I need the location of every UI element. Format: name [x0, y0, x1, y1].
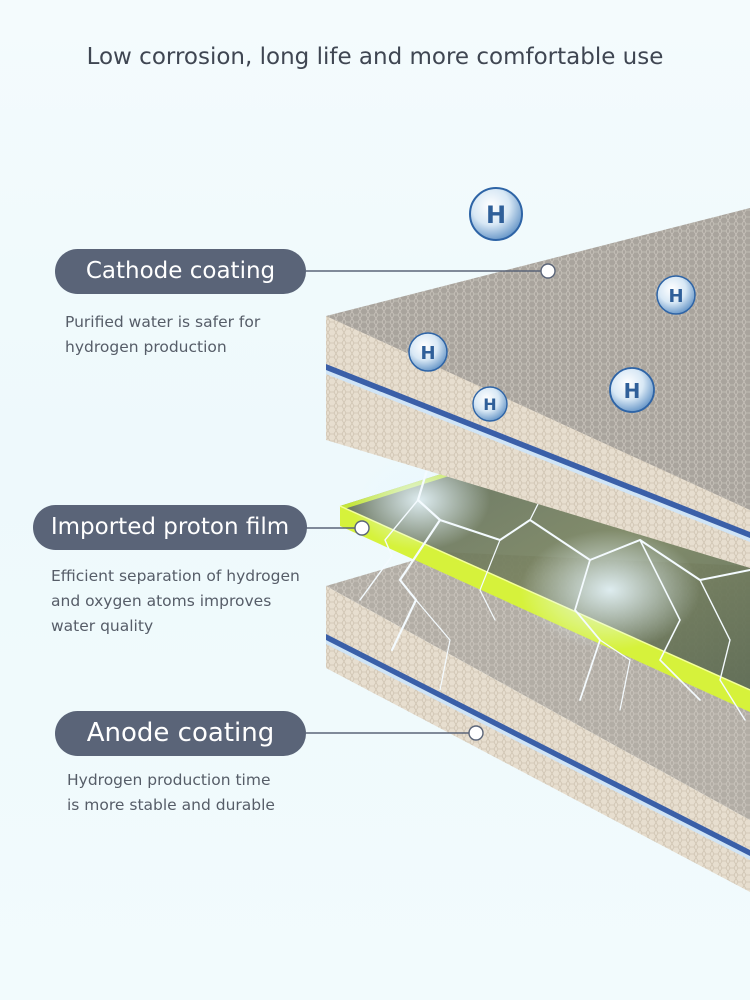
cathode-connector-dot [540, 263, 556, 279]
proton-film-connector-dot [354, 520, 370, 536]
cathode-coating-description: Purified water is safer for hydrogen pro… [65, 310, 260, 360]
hydrogen-bubble-5: H [472, 386, 508, 422]
proton-film-description: Efficient separation of hydrogen and oxy… [51, 564, 300, 639]
description-line: is more stable and durable [67, 796, 275, 814]
anode-coating-description: Hydrogen production time is more stable … [67, 768, 275, 818]
proton-film-label: Imported proton film [33, 505, 307, 550]
description-line: Hydrogen production time [67, 771, 271, 789]
svg-text:H: H [420, 343, 435, 364]
description-line: hydrogen production [65, 338, 227, 356]
subtitle: Low corrosion, long life and more comfor… [86, 44, 664, 70]
cathode-coating-label: Cathode coating [55, 249, 306, 294]
svg-text:H: H [483, 395, 496, 414]
svg-text:H: H [668, 286, 683, 307]
anode-connector-dot [468, 725, 484, 741]
description-line: Efficient separation of hydrogen [51, 567, 300, 585]
hydrogen-bubble-4: H [609, 367, 655, 413]
description-line: water quality [51, 617, 154, 635]
hydrogen-bubble-3: H [408, 332, 448, 372]
anode-coating-label: Anode coating [55, 711, 306, 756]
hydrogen-bubble-2: H [656, 275, 696, 315]
connector-lines [306, 263, 556, 741]
svg-text:H: H [486, 201, 506, 229]
description-line: and oxygen atoms improves [51, 592, 272, 610]
svg-text:H: H [624, 379, 641, 403]
cathode-layer-slab [326, 208, 750, 568]
description-line: Purified water is safer for [65, 313, 261, 331]
hydrogen-bubble-1: H [469, 187, 523, 241]
lightning-effect [350, 450, 750, 721]
